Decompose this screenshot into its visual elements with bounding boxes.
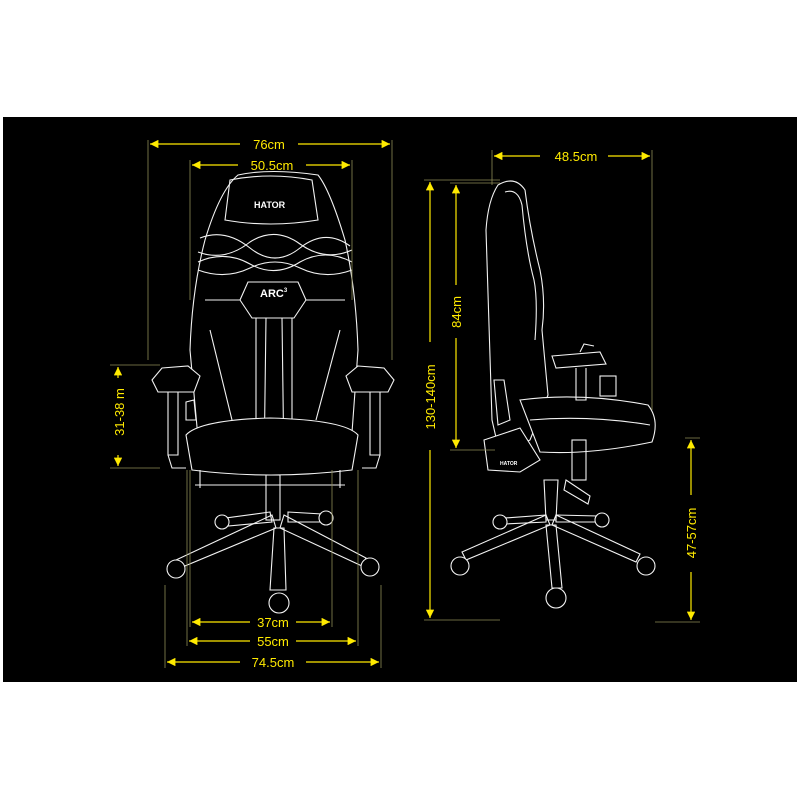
- side-armrest: [551, 343, 617, 401]
- dim-armrest-height: 31-38 m: [112, 367, 127, 466]
- caster: [166, 559, 186, 579]
- side-brand-logo: HATOR: [500, 461, 518, 467]
- svg-text:84cm: 84cm: [449, 296, 464, 328]
- front-seat: [185, 417, 359, 476]
- svg-text:47-57cm: 47-57cm: [684, 508, 699, 559]
- side-view-chair: HATOR: [450, 180, 656, 609]
- dim-seat-height: 47-57cm: [684, 440, 699, 620]
- caster: [450, 556, 470, 576]
- model-logo: ARC3: [260, 288, 288, 300]
- caster: [214, 514, 230, 530]
- dim-base-width: 74.5cm: [167, 655, 379, 670]
- caster: [360, 557, 380, 577]
- side-base: [450, 439, 656, 609]
- front-armrest-right: [345, 365, 395, 469]
- dim-side-depth: 48.5cm: [494, 149, 650, 164]
- caster: [268, 592, 290, 614]
- svg-text:31-38 m: 31-38 m: [112, 388, 127, 436]
- front-base: [166, 474, 380, 614]
- svg-text:48.5cm: 48.5cm: [555, 149, 598, 164]
- side-backrest: [485, 180, 549, 456]
- side-seat: [519, 396, 656, 454]
- front-view-chair: HATOR ARC3: [151, 170, 395, 614]
- dim-seat-outer-width: 55cm: [189, 634, 356, 649]
- svg-text:76cm: 76cm: [253, 137, 285, 152]
- front-backrest: [189, 170, 359, 461]
- svg-text:130-140cm: 130-140cm: [423, 364, 438, 429]
- svg-text:74.5cm: 74.5cm: [252, 655, 295, 670]
- dim-overall-width: 76cm: [150, 137, 390, 152]
- diagram-background: [3, 117, 797, 682]
- svg-text:55cm: 55cm: [257, 634, 289, 649]
- dim-backrest-height: 84cm: [449, 185, 464, 448]
- front-armrest-left: [151, 365, 201, 469]
- diamond-stitching: [197, 233, 353, 276]
- caster: [545, 587, 567, 609]
- dim-seat-width: 37cm: [192, 615, 330, 630]
- svg-text:37cm: 37cm: [257, 615, 289, 630]
- svg-text:50.5cm: 50.5cm: [251, 158, 294, 173]
- caster: [318, 510, 334, 526]
- dim-total-height: 130-140cm: [423, 182, 438, 618]
- caster: [594, 512, 610, 528]
- brand-logo: HATOR: [254, 200, 286, 210]
- dim-backrest-width: 50.5cm: [192, 158, 350, 173]
- caster: [636, 556, 656, 576]
- dimension-lines: 76cm 50.5cm 48.5cm 84cm 130-140cm 47-57c…: [110, 137, 700, 670]
- caster: [492, 514, 508, 530]
